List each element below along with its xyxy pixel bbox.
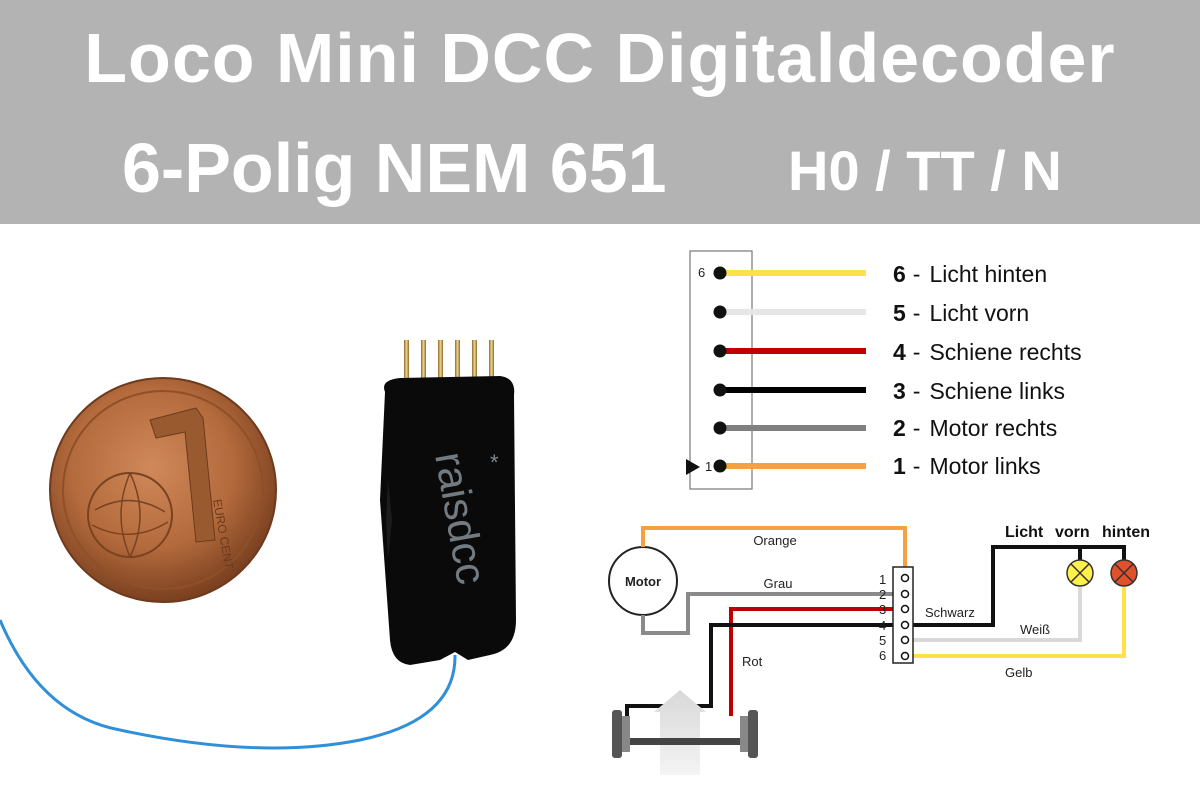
wire-yellow-label: Gelb [1005, 665, 1032, 680]
licht-label: Licht [1005, 524, 1044, 541]
wire-white [905, 587, 1082, 642]
pin-dot-4 [713, 344, 727, 358]
connector-pin-6-label: 6 [698, 265, 705, 280]
decoder-photo: raisdcc * [0, 340, 516, 750]
title-banner: Loco Mini DCC Digitaldecoder 6-Polig NEM… [0, 0, 1200, 224]
pin-label-1: 1-Motor links [893, 453, 1041, 479]
svg-text:3: 3 [879, 602, 886, 617]
svg-text:6-Licht hinten: 6-Licht hinten [893, 261, 1047, 287]
svg-text:1-Motor links: 1-Motor links [893, 453, 1041, 479]
wire-orange-label: Orange [753, 533, 796, 548]
pin-1-marker-icon [686, 459, 700, 475]
wire-red [729, 607, 905, 716]
pin-label-2: 2-Motor rechts [893, 415, 1057, 441]
wiring-pin-2 [900, 589, 910, 599]
wire-red-label: Rot [742, 654, 763, 669]
decoder-pins [404, 340, 494, 382]
connector-pin-1-label: 1 [705, 459, 712, 474]
wire-gray [641, 592, 905, 635]
wiring-pin-5 [900, 635, 910, 645]
wiring-pin-1 [900, 573, 910, 583]
pin-dot-2 [713, 421, 727, 435]
pin-dot-3 [713, 383, 727, 397]
wire-white-label: Weiß [1020, 622, 1050, 637]
lamp-hinten-icon [1110, 559, 1138, 587]
wire-black-lamps [905, 545, 1126, 627]
lamp-vorn-icon [1066, 559, 1094, 587]
svg-text:*: * [490, 450, 499, 475]
title-line-1: Loco Mini DCC Digitaldecoder [84, 19, 1116, 97]
wiring-diagram: Motor Orange Grau Rot Schwarz Weiß Gelb … [608, 524, 1150, 775]
svg-text:3-Schiene links: 3-Schiene links [893, 378, 1065, 404]
svg-text:5: 5 [879, 633, 886, 648]
pin-dot-5 [713, 305, 727, 319]
euro-coin: EURO CENT [49, 377, 277, 603]
wire-black-rail [625, 623, 905, 716]
wheelset-icon [612, 690, 758, 775]
svg-text:5-Licht vorn: 5-Licht vorn [893, 300, 1029, 326]
scale-list: H0 / TT / N [788, 139, 1062, 202]
svg-text:2: 2 [879, 587, 886, 602]
wire-gray-label: Grau [764, 576, 793, 591]
hinten-label: hinten [1102, 524, 1150, 541]
svg-text:2-Motor rechts: 2-Motor rechts [893, 415, 1057, 441]
vorn-label: vorn [1055, 524, 1090, 541]
wire-yellow [905, 587, 1126, 658]
svg-text:4: 4 [879, 618, 886, 633]
wire-orange [641, 526, 907, 574]
pin-dot-1 [713, 459, 727, 473]
wiring-pin-6 [900, 651, 910, 661]
svg-text:6: 6 [879, 648, 886, 663]
pin-label-6: 6-Licht hinten [893, 261, 1047, 287]
title-line-2: 6-Polig NEM 651 [122, 129, 667, 207]
svg-text:1: 1 [879, 572, 886, 587]
pin-label-4: 4-Schiene rechts [893, 339, 1082, 365]
pinout-diagram: 6 1 6-Licht hinten 5-Licht vorn 4-Schien… [686, 250, 1082, 490]
wiring-pin-4 [900, 620, 910, 630]
wire-black-label: Schwarz [925, 605, 975, 620]
pin-label-3: 3-Schiene links [893, 378, 1065, 404]
wiring-pin-3 [900, 604, 910, 614]
svg-text:4-Schiene rechts: 4-Schiene rechts [893, 339, 1082, 365]
connector-outline [689, 250, 753, 490]
motor-label: Motor [625, 574, 661, 589]
pin-dot-6 [713, 266, 727, 280]
pin-label-5: 5-Licht vorn [893, 300, 1029, 326]
